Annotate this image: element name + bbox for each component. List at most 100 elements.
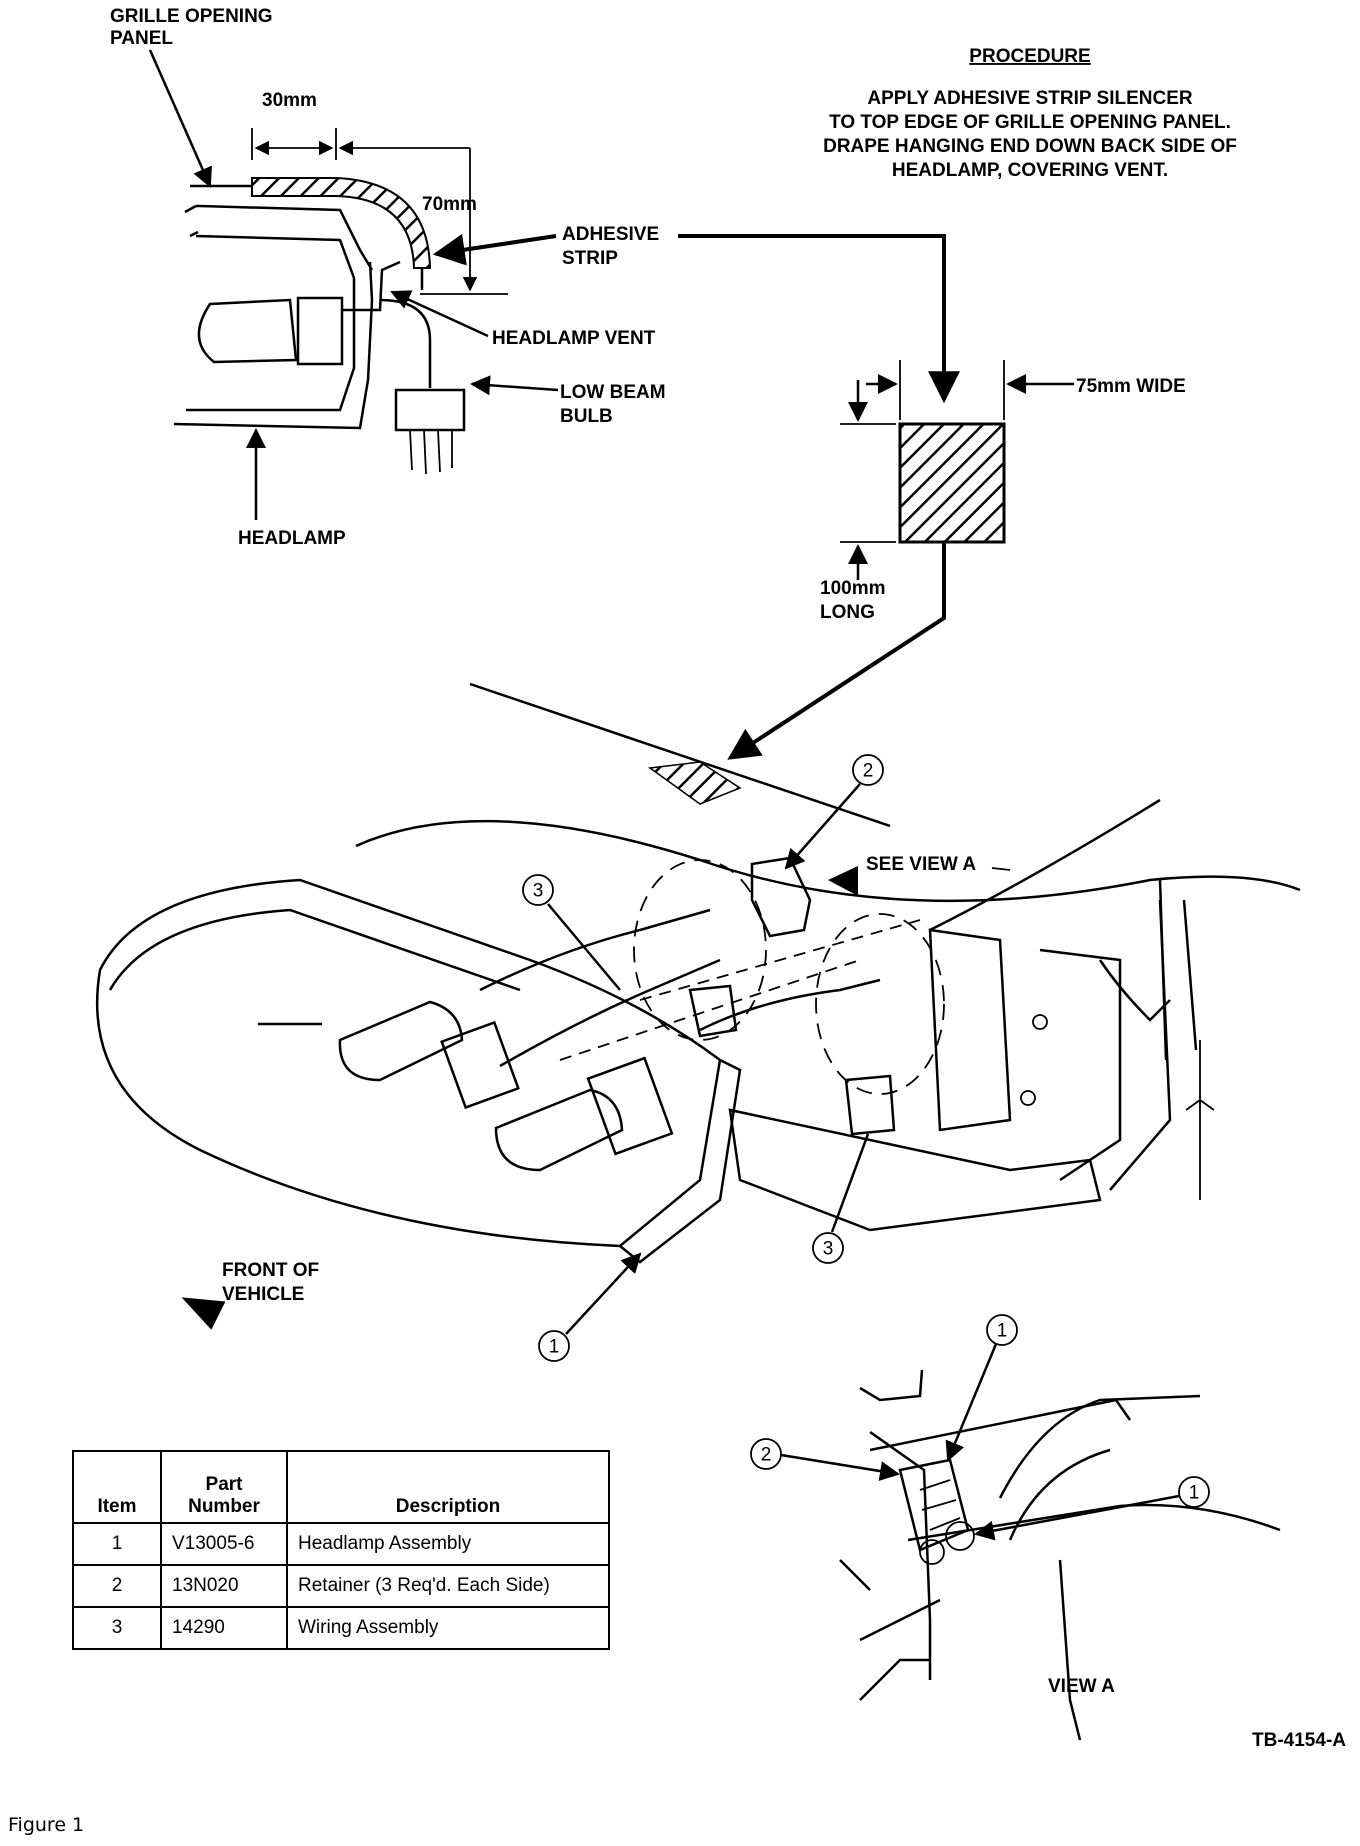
view-a-fastener (945, 1521, 975, 1551)
row-item: 2 (72, 1564, 162, 1608)
alignment-line (639, 919, 921, 1001)
adhesive-leader (432, 233, 557, 266)
fender-apron (1158, 879, 1198, 1061)
callout-3-lower: 3 (812, 1133, 870, 1264)
callout-2: 2 (784, 754, 884, 870)
table-row: 2 13N020 Retainer (3 Req'd. Each Side) (72, 1564, 610, 1608)
view-a-bracket (859, 1658, 930, 1701)
body-hole (1020, 1090, 1036, 1106)
headlamp-housing (186, 234, 356, 412)
row-part-number: 14290 (160, 1606, 288, 1650)
view-a-top-edge (869, 1398, 1132, 1452)
fender-line (929, 798, 1161, 932)
strip-width-label: 75mm WIDE (1076, 376, 1186, 397)
body-hole (1032, 1014, 1048, 1030)
bulb-base (296, 296, 344, 366)
vent-label: HEADLAMP VENT (492, 328, 656, 349)
strip-shape (898, 422, 1006, 544)
table-row: 1 V13005-6 Headlamp Assembly (72, 1522, 610, 1566)
drawing-code: TB-4154-A (1252, 1730, 1346, 1751)
headlamp-label: HEADLAMP (238, 528, 346, 549)
row-item: 3 (72, 1606, 162, 1650)
row-description: Wiring Assembly (286, 1606, 610, 1650)
view-a-retainer-ribs (919, 1479, 961, 1531)
body-socket-lower (844, 1074, 896, 1136)
view-a-support (1058, 1559, 1082, 1741)
see-view-leader (991, 867, 1011, 871)
cross-section-detail: GRILLE OPENING PANEL 30mm 70mm ADHESIVE … (110, 6, 666, 549)
svg-text:1: 1 (997, 1321, 1008, 1342)
headlamp-outer-shell (173, 261, 374, 430)
view-a-callout-1-top: 1 (945, 1314, 1018, 1462)
strip-length-line1: 100mm (820, 578, 886, 599)
retainer-part (750, 856, 812, 938)
procedure-line-2: TO TOP EDGE OF GRILLE OPENING PANEL. (829, 112, 1231, 133)
grille-label-line1: GRILLE OPENING (110, 6, 273, 27)
view-a-panel-edge (869, 1430, 932, 1680)
row-item: 1 (72, 1522, 162, 1566)
svg-text:1: 1 (1189, 1483, 1200, 1504)
grille-label-line2: PANEL (110, 28, 173, 49)
procedure-heading: PROCEDURE (969, 46, 1090, 67)
header-description: Description (286, 1450, 610, 1524)
bulb-wires (409, 429, 453, 475)
mount-location-circle (815, 913, 945, 1095)
svg-text:3: 3 (823, 1239, 834, 1260)
view-a-fastener (919, 1539, 945, 1565)
row-part-number: V13005-6 (160, 1522, 288, 1566)
lower-bulb (494, 1088, 624, 1172)
see-view-label: SEE VIEW A (866, 854, 976, 875)
svg-text:2: 2 (761, 1445, 772, 1466)
adhesive-strip-section (251, 177, 432, 269)
mount-location-circle (633, 859, 767, 1041)
hood-edge (355, 819, 1301, 903)
figure-caption: Figure 1 (8, 1814, 85, 1836)
front-label-line2: VEHICLE (222, 1284, 304, 1305)
row-part-number: 13N020 (160, 1564, 288, 1608)
see-view-arrow (828, 866, 858, 896)
front-label-line1: FRONT OF (222, 1260, 319, 1281)
headlamp-lens-inner (108, 908, 521, 992)
vent-tube (342, 260, 401, 312)
adhesive-label-line2: STRIP (562, 248, 618, 269)
procedure-line-3: DRAPE HANGING END DOWN BACK SIDE OF (823, 136, 1237, 157)
view-a-lamp-edge (998, 1394, 1201, 1499)
callout-3-upper: 3 (522, 874, 621, 991)
bulb-leader (470, 375, 559, 396)
dim-30-label: 30mm (262, 90, 317, 111)
procedure-block: PROCEDURE APPLY ADHESIVE STRIP SILENCER … (823, 46, 1237, 181)
body-fastener (1185, 1040, 1215, 1200)
support-detail (1098, 959, 1171, 1022)
support-bracket (928, 928, 1012, 1132)
view-a-retainer (898, 1458, 970, 1552)
strip-installed-location (648, 761, 742, 805)
wiring-harness-1 (479, 908, 711, 992)
view-a-detail-lines (839, 1559, 941, 1642)
adhesive-label-line1: ADHESIVE (562, 224, 659, 245)
grille-top-edge (469, 682, 891, 828)
grille-leader (148, 49, 212, 188)
view-a-wire (859, 1369, 924, 1402)
strip-length-line2: LONG (820, 602, 875, 623)
svg-text:3: 3 (533, 881, 544, 902)
svg-text:1: 1 (549, 1337, 560, 1358)
view-a-callout-1-right: 1 (974, 1476, 1210, 1541)
procedure-line-1: APPLY ADHESIVE STRIP SILENCER (867, 88, 1192, 109)
headlamp-assembly-body (95, 878, 722, 1248)
front-arrow (181, 1297, 226, 1330)
dim-70-label: 70mm (422, 194, 477, 215)
upper-bulb (338, 1000, 464, 1082)
support-upright (1039, 948, 1122, 1182)
panel-lower-edge (196, 204, 374, 271)
upper-socket (440, 1020, 520, 1110)
view-a-detail: 1 2 1 VIEW A (750, 1314, 1281, 1741)
vent-leader (390, 290, 489, 338)
bulb-label-line1: LOW BEAM (560, 382, 666, 403)
connector-arm (379, 298, 432, 388)
body-socket-upper (688, 984, 738, 1038)
row-description: Retainer (3 Req'd. Each Side) (286, 1564, 610, 1608)
